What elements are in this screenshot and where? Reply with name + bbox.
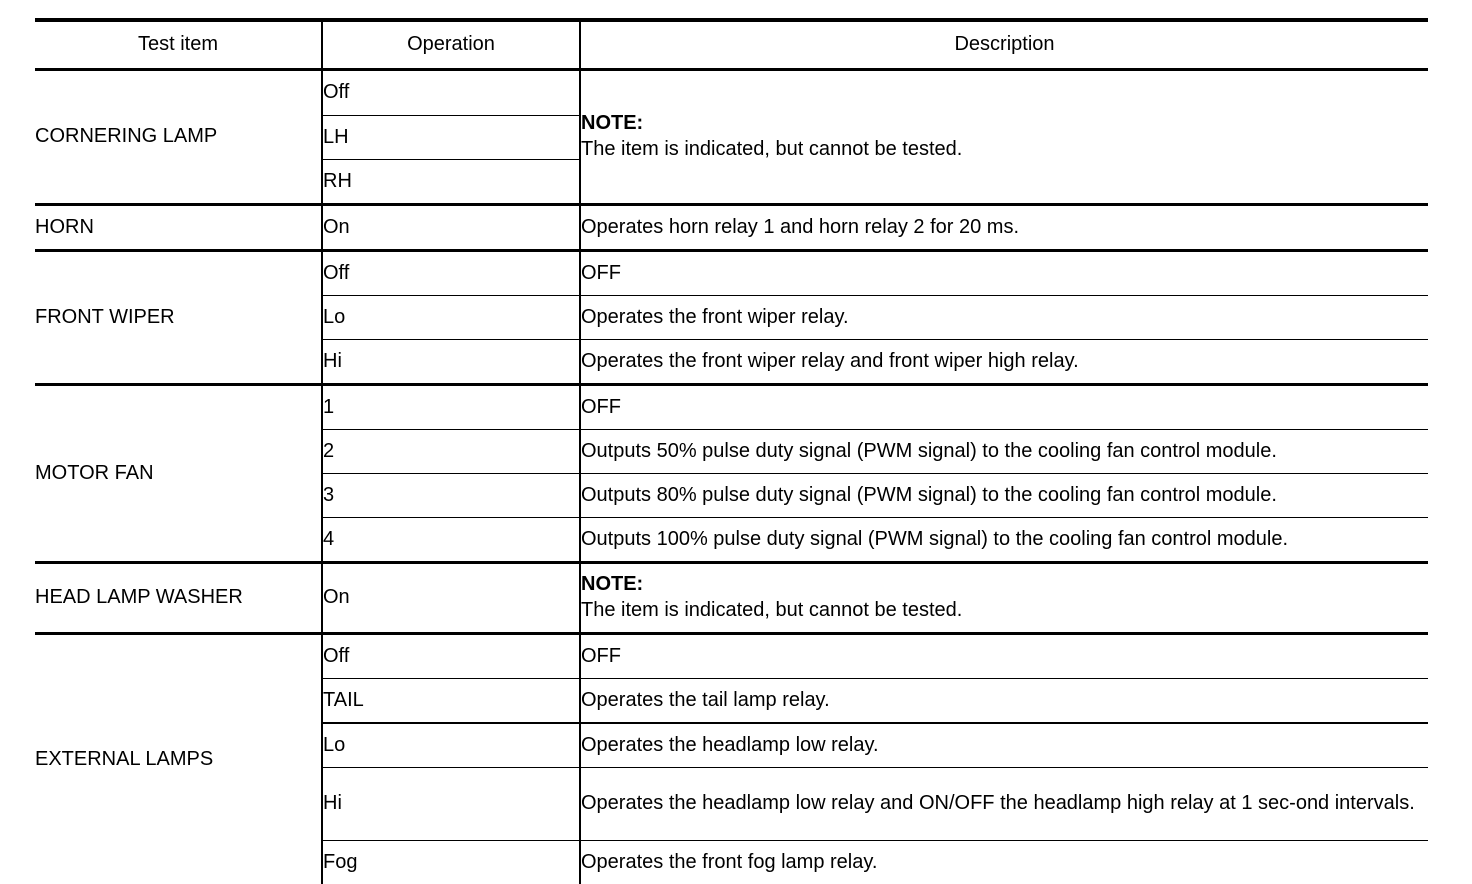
test-item-cell: MOTOR FAN	[35, 383, 323, 563]
operation-cell: Off	[322, 68, 581, 116]
operation-cell: 4	[322, 517, 581, 563]
spec-table-container: Test item Operation Description CORNERIN…	[35, 18, 1428, 884]
column-header-description: Description	[580, 20, 1428, 71]
test-item-cell: EXTERNAL LAMPS	[35, 632, 323, 884]
description-cell: OFF	[580, 249, 1428, 296]
test-item-cell: CORNERING LAMP	[35, 68, 323, 205]
operation-cell: Hi	[322, 767, 581, 841]
description-cell: OFF	[580, 632, 1428, 679]
description-cell: Outputs 80% pulse duty signal (PWM signa…	[580, 473, 1428, 518]
description-cell: Operates horn relay 1 and horn relay 2 f…	[580, 203, 1428, 251]
operation-cell: 3	[322, 473, 581, 518]
table-row: Hi Operates the headlamp low relay and O…	[35, 767, 1428, 841]
column-header-operation: Operation	[322, 20, 581, 71]
description-cell: OFF	[580, 383, 1428, 430]
operation-cell: 2	[322, 429, 581, 474]
column-header-test-item: Test item	[35, 20, 323, 71]
description-cell: Operates the front wiper relay.	[580, 295, 1428, 340]
description-cell: NOTE: The item is indicated, but cannot …	[580, 561, 1428, 634]
operation-cell: Lo	[322, 295, 581, 340]
description-cell: Operates the headlamp low relay and ON/O…	[580, 767, 1428, 841]
table-row: HEAD LAMP WASHER On NOTE: The item is in…	[35, 561, 1428, 634]
description-cell: Operates the front wiper relay and front…	[580, 339, 1428, 385]
operation-cell: 1	[322, 383, 581, 430]
table-row: 3 Outputs 80% pulse duty signal (PWM sig…	[35, 473, 1428, 518]
test-item-cell: HEAD LAMP WASHER	[35, 561, 323, 634]
note-label: NOTE:	[581, 112, 644, 135]
description-cell: Outputs 100% pulse duty signal (PWM sign…	[580, 517, 1428, 563]
operation-cell: Hi	[322, 339, 581, 385]
table-row: Lo Operates the headlamp low relay.	[35, 722, 1428, 768]
table-row: TAIL Operates the tail lamp relay.	[35, 678, 1428, 723]
description-cell: Operates the tail lamp relay.	[580, 678, 1428, 723]
table-row: 2 Outputs 50% pulse duty signal (PWM sig…	[35, 429, 1428, 474]
operation-cell: TAIL	[322, 678, 581, 723]
table-row: HORN On Operates horn relay 1 and horn r…	[35, 203, 1428, 251]
note-label: NOTE:	[581, 573, 644, 596]
table-row: Fog Operates the front fog lamp relay.	[35, 840, 1428, 884]
table-row: LH	[35, 115, 1428, 160]
table-row: EXTERNAL LAMPS Off OFF	[35, 632, 1428, 884]
test-item-cell: FRONT WIPER	[35, 249, 323, 385]
note-text: The item is indicated, but cannot be tes…	[581, 599, 963, 621]
table-row: 4 Outputs 100% pulse duty signal (PWM si…	[35, 517, 1428, 563]
table-row: MOTOR FAN 1 OFF	[35, 383, 1428, 563]
operation-cell: LH	[322, 115, 581, 160]
table-row: Hi Operates the front wiper relay and fr…	[35, 339, 1428, 385]
table-row: Lo Operates the front wiper relay.	[35, 295, 1428, 340]
operation-cell: Fog	[322, 840, 581, 884]
active-test-spec-table: Test item Operation Description CORNERIN…	[35, 18, 1428, 884]
table-header-row: Test item Operation Description	[35, 20, 1428, 71]
table-row: CORNERING LAMP Off NOTE: The item is ind…	[35, 68, 1428, 205]
test-item-cell: HORN	[35, 203, 323, 251]
note-text: The item is indicated, but cannot be tes…	[581, 138, 963, 160]
description-cell: Operates the front fog lamp relay.	[580, 840, 1428, 884]
table-row: RH	[35, 159, 1428, 205]
table-row: FRONT WIPER Off OFF	[35, 249, 1428, 385]
operation-cell: Off	[322, 249, 581, 296]
operation-cell: Lo	[322, 722, 581, 768]
description-cell: Operates the headlamp low relay.	[580, 722, 1428, 768]
description-cell: Outputs 50% pulse duty signal (PWM signa…	[580, 429, 1428, 474]
operation-cell: On	[322, 561, 581, 634]
operation-cell: On	[322, 203, 581, 251]
operation-cell: RH	[322, 159, 581, 205]
description-cell: NOTE: The item is indicated, but cannot …	[580, 68, 1428, 205]
operation-cell: Off	[322, 632, 581, 679]
